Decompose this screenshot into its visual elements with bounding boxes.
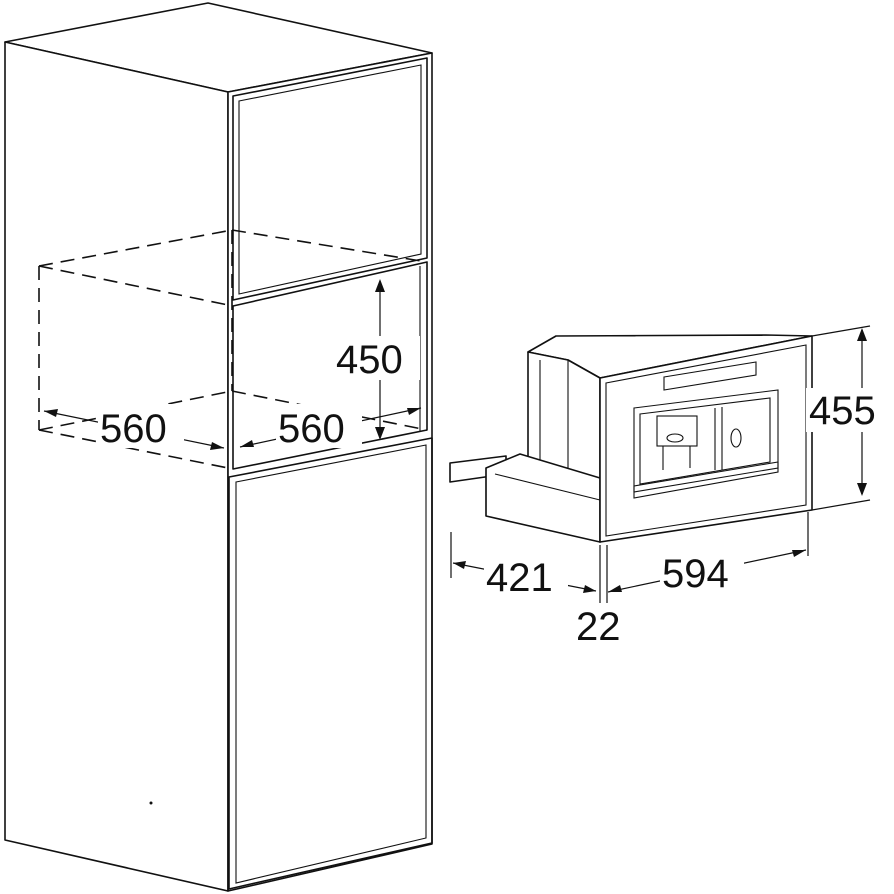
niche-width-label-right: 560 <box>278 407 345 451</box>
machine-depth-label: 421 <box>486 556 553 600</box>
machine-front-panel <box>605 344 807 537</box>
machine-height-label: 455 <box>809 389 876 433</box>
lower-door-inner <box>235 444 427 884</box>
upper-door <box>232 57 428 301</box>
hot-water-outlet <box>730 428 742 448</box>
cabinet-side <box>4 41 229 892</box>
display-strip <box>663 361 757 391</box>
front-thickness-label: 22 <box>576 605 621 649</box>
cabinet-mark <box>149 801 153 805</box>
tall-cabinet <box>4 2 433 892</box>
lower-door <box>228 437 433 890</box>
upper-door-inner <box>238 64 422 295</box>
front-thickness-dimension <box>599 545 608 603</box>
coffee-spout <box>656 415 698 447</box>
niche-width-label-left: 560 <box>100 407 167 451</box>
machine-width-label: 594 <box>662 552 729 596</box>
drip-tray <box>633 461 779 499</box>
niche-height-label: 450 <box>336 338 403 382</box>
coffee-machine <box>449 334 813 543</box>
